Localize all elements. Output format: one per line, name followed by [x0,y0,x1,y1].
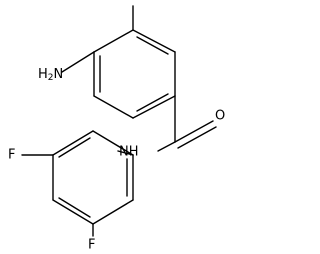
ring-bond [93,29,134,53]
ring-bond [92,199,134,225]
para-fluorine-label: F [8,148,15,163]
ring-double-bond [136,93,169,112]
carbonyl-double-bond [177,126,217,149]
carbonyl-oxygen-label: O [215,109,225,124]
ortho-fluorine-label: F [88,238,95,253]
amino-bond [61,51,95,73]
ring-bond [132,29,176,53]
ring-bond [52,130,94,156]
amino-group-label: H2N [38,67,63,84]
amino-n-label: N [54,67,64,82]
amide-nh-label: NH [119,145,139,160]
carbonyl-double-bond [174,120,214,143]
lower-benzene-ring [52,130,134,225]
ring-double-bond [58,197,91,218]
ring-bond [93,95,134,119]
amino-h-label: H [38,67,48,82]
ring-bond [92,130,134,156]
ring-bond [132,95,176,119]
ring-double-bond [136,36,169,55]
nh-to-ring-bond [117,150,134,156]
ring-bond [52,199,94,225]
carbonyl-to-nh-bond [157,141,176,152]
ring-double-bond [58,137,91,158]
molecule-structure: H2N O NH F F [8,5,225,253]
amino-subscript-2: 2 [48,73,54,83]
upper-benzene-ring [93,29,176,119]
